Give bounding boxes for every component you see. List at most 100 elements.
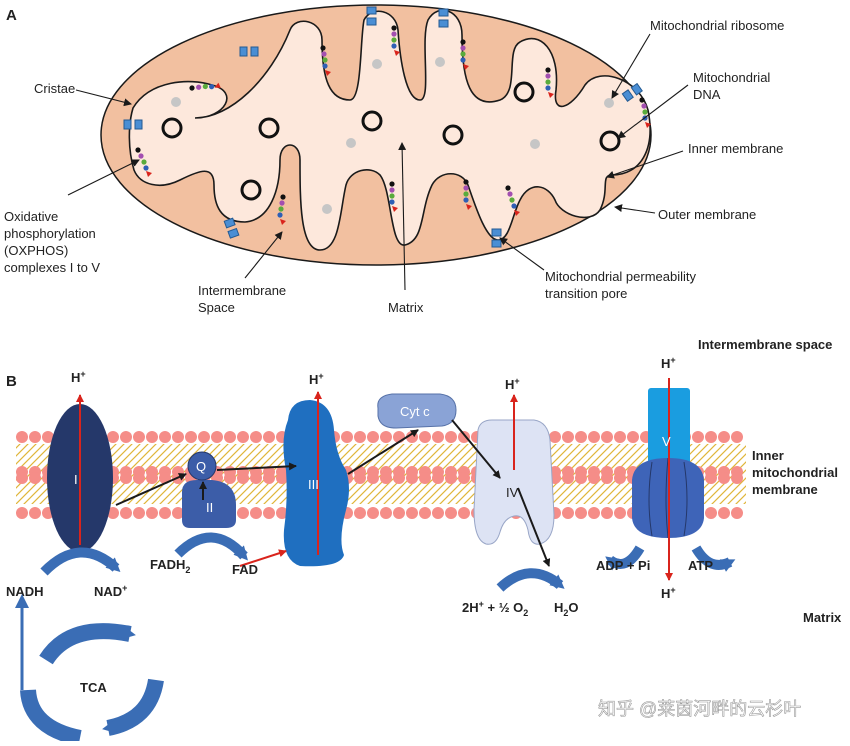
complex-v-proton-top: H+ bbox=[661, 355, 676, 371]
lipid-head bbox=[731, 431, 743, 443]
electron-iv-to-o2 bbox=[517, 487, 551, 567]
water-reactants-label: 2H+ + ½ O2 bbox=[462, 599, 528, 618]
lipid-head bbox=[159, 431, 171, 443]
lipid-head bbox=[432, 507, 444, 519]
lipid-head bbox=[250, 507, 262, 519]
lipid-head bbox=[237, 472, 249, 484]
pore bbox=[223, 217, 240, 239]
coenzyme-q bbox=[187, 451, 217, 481]
lipid-head bbox=[406, 507, 418, 519]
lipid-head bbox=[237, 507, 249, 519]
matrix-label: Matrix bbox=[388, 300, 424, 315]
intermembrane-space-label: Intermembrane space bbox=[698, 337, 832, 352]
oxphos-cluster bbox=[391, 25, 400, 56]
inner-membrane-leader bbox=[606, 150, 684, 179]
lipid-head bbox=[705, 431, 717, 443]
dna-ring bbox=[258, 117, 280, 139]
oxphos-cluster bbox=[277, 194, 286, 225]
lipid-head bbox=[731, 507, 743, 519]
ribosome bbox=[322, 204, 332, 214]
lipid-head bbox=[718, 431, 730, 443]
tca-arrow-left bbox=[20, 689, 82, 746]
electron-cytc-to-iv bbox=[451, 419, 501, 479]
oxphos-cluster bbox=[389, 181, 398, 212]
tca-label: TCA bbox=[80, 680, 107, 695]
lipid-head bbox=[367, 507, 379, 519]
lipid-head bbox=[224, 431, 236, 443]
adp-label: ADP + Pi bbox=[596, 558, 650, 573]
lipid-head bbox=[562, 472, 574, 484]
lipid-head bbox=[354, 431, 366, 443]
lipid-head bbox=[16, 472, 28, 484]
lipid-head bbox=[588, 472, 600, 484]
lipid-head bbox=[133, 472, 145, 484]
lipid-head bbox=[627, 431, 639, 443]
lipid-head bbox=[172, 431, 184, 443]
complex-i-proton: H+ bbox=[71, 369, 86, 385]
oxphos-cluster bbox=[460, 39, 469, 70]
lipid-head bbox=[198, 431, 210, 443]
pore bbox=[123, 119, 143, 130]
lipid-head bbox=[575, 507, 587, 519]
lipid-head bbox=[432, 431, 444, 443]
lipid-head bbox=[601, 507, 613, 519]
pore-label: Mitochondrial permeability transition po… bbox=[545, 269, 700, 301]
water-formation-arrow bbox=[496, 568, 565, 592]
complex-i-label: I bbox=[74, 472, 78, 487]
lipid-head bbox=[263, 431, 275, 443]
lipid-head bbox=[445, 431, 457, 443]
lipid-head bbox=[705, 472, 717, 484]
outer-membrane-label: Outer membrane bbox=[658, 207, 756, 222]
complex-v-label: V bbox=[662, 434, 671, 449]
lipid-head bbox=[354, 472, 366, 484]
watermark-text: 知乎 @莱茵河畔的云杉叶 bbox=[598, 699, 801, 719]
pore bbox=[621, 82, 643, 102]
pore bbox=[491, 228, 502, 248]
lipid-head bbox=[341, 431, 353, 443]
nadh-label: NADH bbox=[6, 584, 44, 599]
lipid-head bbox=[380, 431, 392, 443]
ribosome bbox=[530, 139, 540, 149]
lipid-head bbox=[250, 472, 262, 484]
dna-label: Mitochondrial DNA bbox=[693, 70, 774, 102]
oxphos-cluster bbox=[505, 185, 520, 216]
adp-arrow bbox=[605, 545, 645, 571]
lipid-head bbox=[614, 472, 626, 484]
complex-v-proton-bottom: H+ bbox=[661, 585, 676, 601]
lipid-head bbox=[562, 431, 574, 443]
lipid-head bbox=[380, 507, 392, 519]
oxphos-complex-clusters bbox=[135, 25, 651, 225]
oxphos-leader bbox=[67, 159, 140, 196]
dna-leader bbox=[617, 84, 689, 139]
lipid-head bbox=[419, 431, 431, 443]
electron-iii-to-cytc bbox=[347, 429, 419, 475]
lipid-head bbox=[692, 431, 704, 443]
tca-arrow-right bbox=[102, 678, 164, 736]
matrix-leader bbox=[398, 142, 407, 291]
lipid-head bbox=[185, 431, 197, 443]
lipid-head bbox=[120, 472, 132, 484]
lipid-head bbox=[120, 507, 132, 519]
lipid-head bbox=[107, 507, 119, 519]
lipid-head bbox=[393, 507, 405, 519]
lipid-head bbox=[419, 507, 431, 519]
permeability-pores bbox=[123, 6, 643, 248]
lipid-head bbox=[445, 507, 457, 519]
intermembrane-leader bbox=[244, 231, 283, 279]
dna-ring bbox=[599, 130, 621, 152]
cristae-leader bbox=[75, 89, 132, 107]
complex-iv-proton: H+ bbox=[505, 376, 520, 392]
oxphos-cluster bbox=[463, 179, 472, 210]
lipid-head bbox=[354, 507, 366, 519]
panel-a-letter: A bbox=[6, 7, 17, 24]
cytochrome-c bbox=[377, 393, 457, 429]
fadh2-label: FADH2 bbox=[150, 557, 190, 575]
lipid-head bbox=[575, 431, 587, 443]
oxphos-cluster bbox=[545, 67, 554, 98]
mitochondrial-ribosomes bbox=[171, 57, 614, 214]
lipid-head bbox=[588, 431, 600, 443]
ribosome bbox=[435, 57, 445, 67]
cristae-label: Cristae bbox=[34, 81, 75, 96]
electron-q-to-iii bbox=[216, 462, 297, 471]
